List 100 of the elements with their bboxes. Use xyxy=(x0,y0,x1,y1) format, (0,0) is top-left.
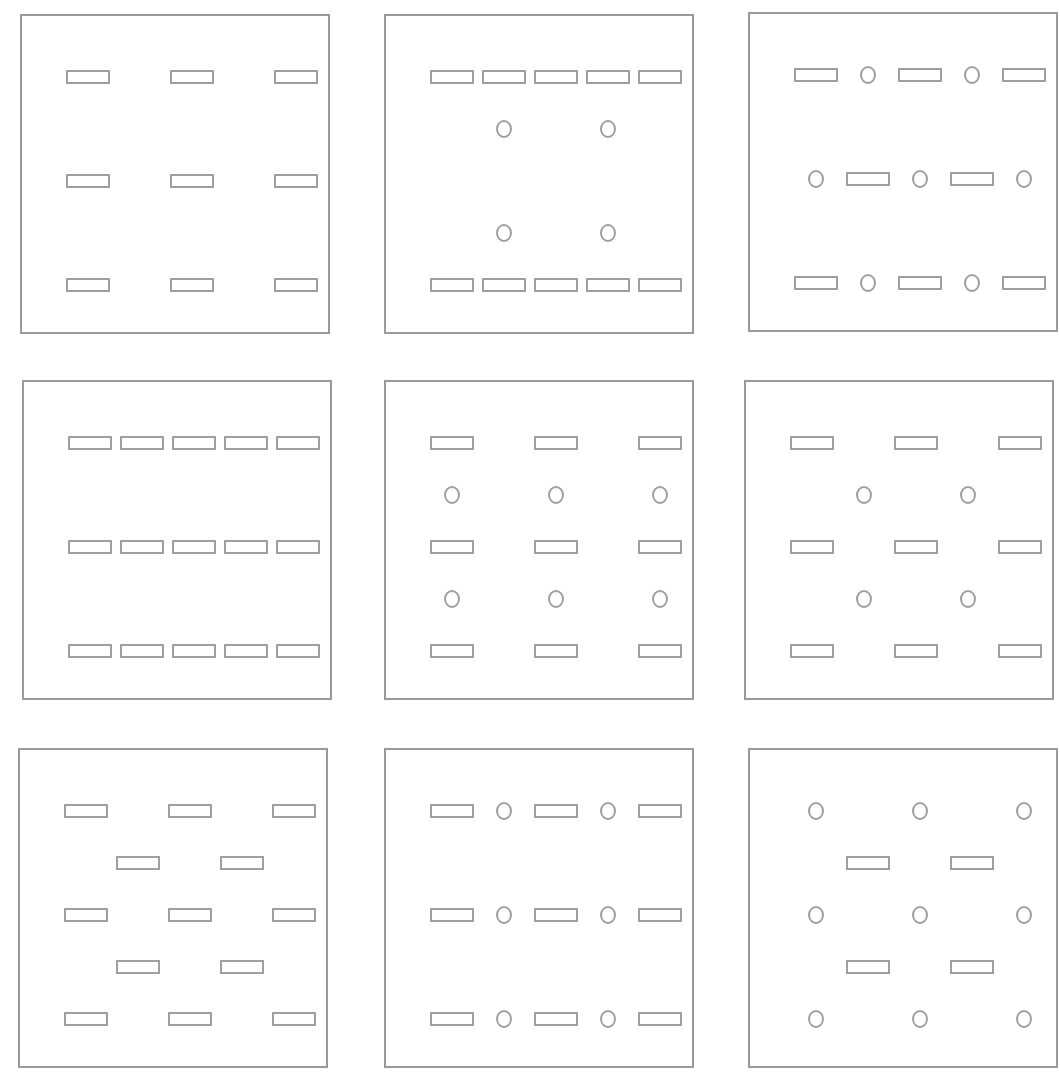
circle-mark xyxy=(444,485,460,503)
rectangle-mark xyxy=(846,855,890,869)
rectangle-mark xyxy=(894,643,938,657)
circle-mark xyxy=(856,589,872,607)
circle-mark xyxy=(496,223,512,241)
rectangle-mark xyxy=(168,1011,212,1025)
circle-mark xyxy=(964,273,980,291)
rectangle-mark xyxy=(894,435,938,449)
rectangle-mark xyxy=(638,69,682,83)
rectangle-mark xyxy=(276,539,320,553)
circle-mark xyxy=(960,589,976,607)
rectangle-mark xyxy=(120,435,164,449)
rectangle-mark xyxy=(66,277,110,291)
rectangle-mark xyxy=(272,1011,316,1025)
circle-mark xyxy=(600,119,616,137)
circle-mark xyxy=(912,905,928,923)
rectangle-mark xyxy=(120,643,164,657)
panel-frame xyxy=(748,12,1058,332)
rectangle-mark xyxy=(224,435,268,449)
rectangle-mark xyxy=(430,435,474,449)
circle-mark xyxy=(912,169,928,187)
rectangle-mark xyxy=(272,907,316,921)
rectangle-mark xyxy=(534,69,578,83)
rectangle-mark xyxy=(170,69,214,83)
rectangle-mark xyxy=(534,435,578,449)
circle-mark xyxy=(652,485,668,503)
rectangle-mark xyxy=(638,1011,682,1025)
rectangle-mark xyxy=(534,1011,578,1025)
rectangle-mark xyxy=(430,803,474,817)
rectangle-mark xyxy=(790,539,834,553)
rectangle-mark xyxy=(586,69,630,83)
rectangle-mark xyxy=(638,643,682,657)
rectangle-mark xyxy=(998,643,1042,657)
rectangle-mark xyxy=(220,855,264,869)
circle-mark xyxy=(1016,169,1032,187)
circle-mark xyxy=(496,905,512,923)
circle-mark xyxy=(1016,801,1032,819)
rectangle-mark xyxy=(120,539,164,553)
circle-mark xyxy=(960,485,976,503)
rectangle-mark xyxy=(68,643,112,657)
rectangle-mark xyxy=(638,907,682,921)
rectangle-mark xyxy=(430,277,474,291)
rectangle-mark xyxy=(998,539,1042,553)
rectangle-mark xyxy=(276,435,320,449)
rectangle-mark xyxy=(894,539,938,553)
rectangle-mark xyxy=(168,803,212,817)
circle-mark xyxy=(860,273,876,291)
circle-mark xyxy=(1016,1009,1032,1027)
circle-mark xyxy=(856,485,872,503)
rectangle-mark xyxy=(794,67,838,81)
panel-frame xyxy=(384,380,694,700)
rectangle-mark xyxy=(116,855,160,869)
circle-mark xyxy=(600,1009,616,1027)
rectangle-mark xyxy=(172,435,216,449)
rectangle-mark xyxy=(274,173,318,187)
panel-frame xyxy=(744,380,1054,700)
rectangle-mark xyxy=(274,277,318,291)
circle-mark xyxy=(808,169,824,187)
circle-mark xyxy=(548,589,564,607)
rectangle-mark xyxy=(534,803,578,817)
rectangle-mark xyxy=(170,277,214,291)
circle-mark xyxy=(548,485,564,503)
panel-frame xyxy=(22,380,332,700)
rectangle-mark xyxy=(950,959,994,973)
rectangle-mark xyxy=(898,275,942,289)
panel-frame xyxy=(20,14,330,334)
circle-mark xyxy=(808,801,824,819)
rectangle-mark xyxy=(172,539,216,553)
rectangle-mark xyxy=(224,539,268,553)
rectangle-mark xyxy=(64,1011,108,1025)
rectangle-mark xyxy=(794,275,838,289)
circle-mark xyxy=(912,801,928,819)
rectangle-mark xyxy=(482,277,526,291)
panel-frame xyxy=(748,748,1058,1068)
circle-mark xyxy=(808,905,824,923)
rectangle-mark xyxy=(1002,275,1046,289)
rectangle-mark xyxy=(224,643,268,657)
rectangle-mark xyxy=(430,907,474,921)
rectangle-mark xyxy=(220,959,264,973)
rectangle-mark xyxy=(534,907,578,921)
circle-mark xyxy=(1016,905,1032,923)
circle-mark xyxy=(912,1009,928,1027)
circle-mark xyxy=(808,1009,824,1027)
rectangle-mark xyxy=(274,69,318,83)
circle-mark xyxy=(860,65,876,83)
panel-frame xyxy=(384,748,694,1068)
rectangle-mark xyxy=(430,539,474,553)
rectangle-mark xyxy=(64,907,108,921)
rectangle-mark xyxy=(168,907,212,921)
rectangle-mark xyxy=(68,539,112,553)
rectangle-mark xyxy=(638,435,682,449)
circle-mark xyxy=(496,119,512,137)
circle-mark xyxy=(496,801,512,819)
rectangle-mark xyxy=(950,855,994,869)
rectangle-mark xyxy=(846,959,890,973)
rectangle-mark xyxy=(846,171,890,185)
circle-mark xyxy=(964,65,980,83)
rectangle-mark xyxy=(950,171,994,185)
rectangle-mark xyxy=(430,69,474,83)
rectangle-mark xyxy=(638,803,682,817)
